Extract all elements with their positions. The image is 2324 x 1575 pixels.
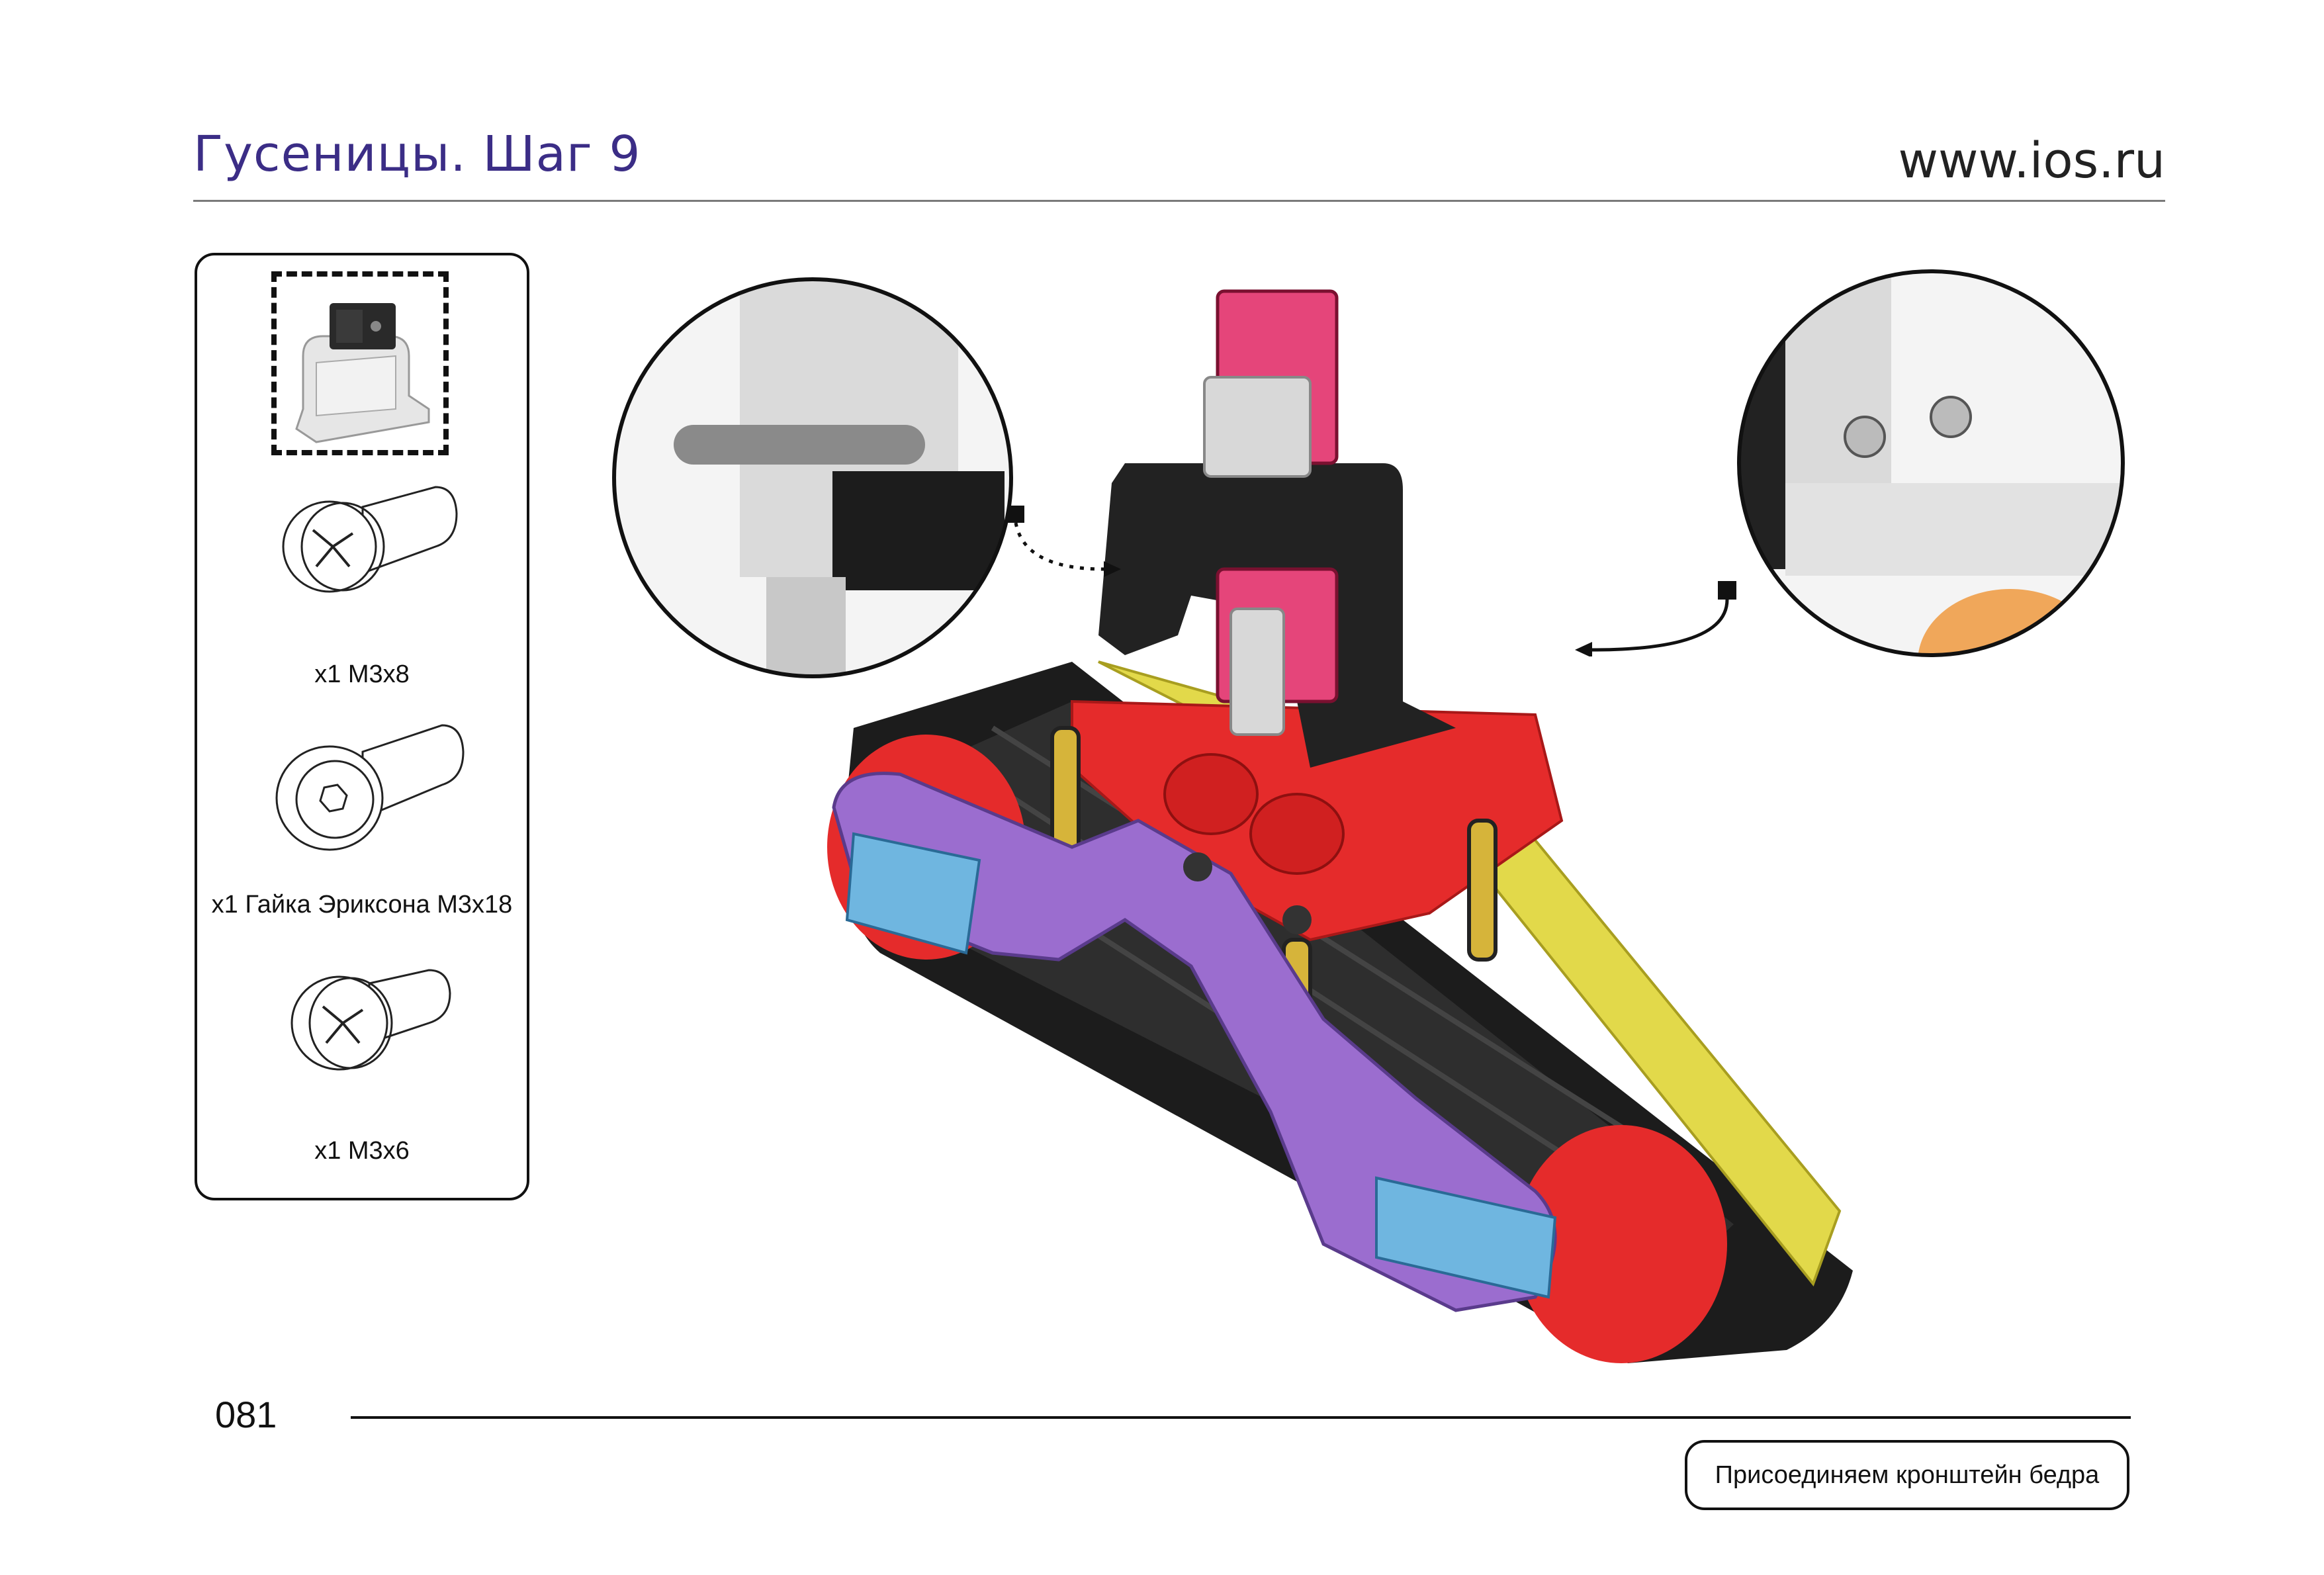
step-caption: Присоединяем кронштейн бедра (1685, 1440, 2129, 1510)
blue-block (845, 832, 981, 955)
page-title: Гусеницы. Шаг 9 (193, 126, 641, 183)
parts-panel: x1 M3x8 x1 Гайка Эриксона M3x18 x1 M3x6 (195, 253, 529, 1200)
pan-head-screw-icon (290, 969, 451, 1071)
part-label-barrel-nut: x1 Гайка Эриксона M3x18 (211, 891, 513, 919)
pan-head-screw-icon (282, 486, 458, 593)
servo-bracket-thumbnail-icon (295, 303, 430, 443)
blue-block (1375, 1176, 1557, 1299)
part-label-m3x8: x1 M3x8 (314, 660, 410, 688)
callout-arrow-right (1575, 581, 1736, 656)
footer-divider (351, 1416, 2131, 1419)
page-number: 081 (215, 1394, 277, 1435)
part-label-m3x6: x1 M3x6 (314, 1137, 410, 1165)
assembly-thumbnail (271, 271, 449, 455)
hex-socket-barrel-nut-icon (275, 724, 465, 851)
zoom-detail-left (612, 277, 1013, 678)
zoom-detail-right (1737, 269, 2125, 657)
callout-arrow-left (1007, 506, 1121, 577)
purple-swing-arm (832, 772, 1557, 1312)
shock-absorber (1467, 819, 1497, 962)
front-sprocket (1515, 1125, 1727, 1363)
track-assembly-illustration (827, 289, 1853, 1363)
site-url: www.ios.ru (1898, 132, 2165, 189)
header-divider (193, 200, 2165, 202)
